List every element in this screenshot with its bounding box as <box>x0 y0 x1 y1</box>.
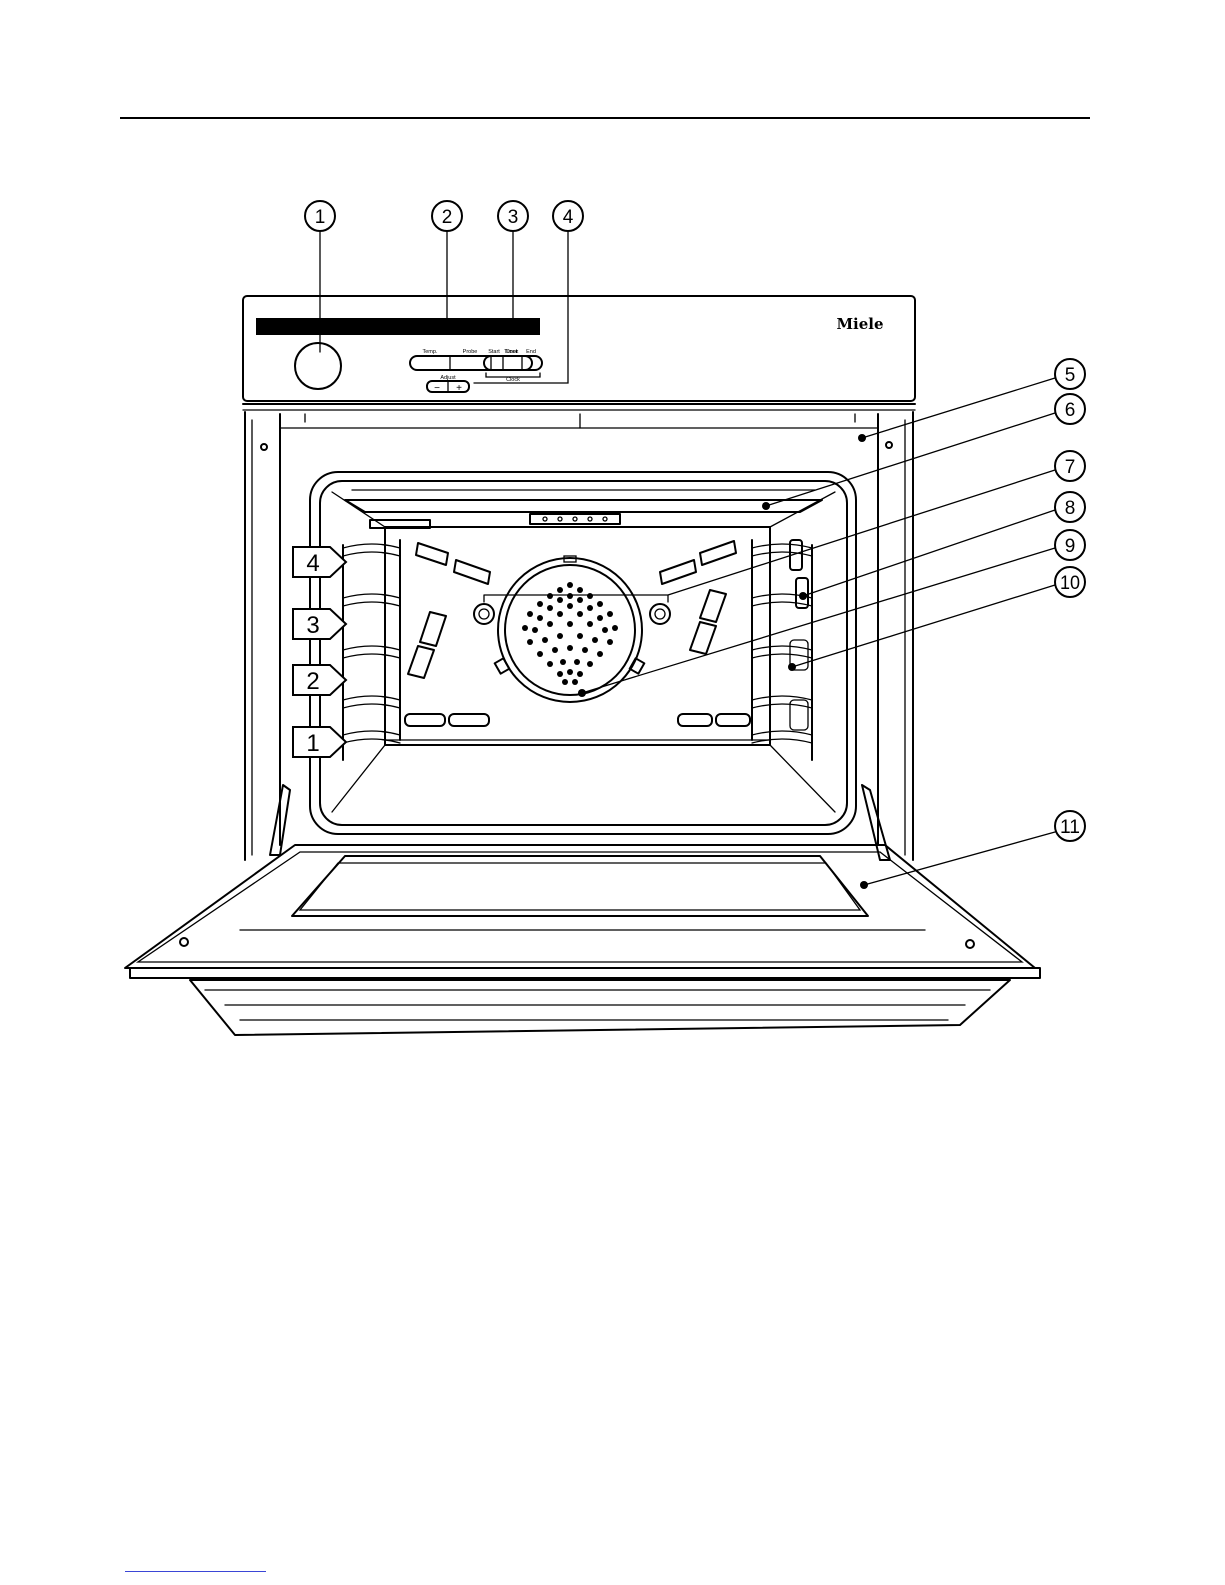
callout-7: 7 <box>1055 451 1085 481</box>
control-panel: Temp. Probe Timer Start Cook End Clock A… <box>243 296 915 410</box>
probe-socket-left <box>474 604 494 624</box>
function-selector-knob[interactable] <box>295 343 341 389</box>
shelf-marker-4: 4 <box>293 547 346 577</box>
svg-text:11: 11 <box>1060 817 1080 838</box>
shelf-marker-1: 1 <box>293 727 346 757</box>
shelf-marker-2: 2 <box>293 665 346 695</box>
oven-door <box>125 845 1040 1035</box>
side-runners-right <box>752 540 812 760</box>
callout-9: 9 <box>1055 530 1085 560</box>
callout-3: 3 <box>498 201 528 231</box>
svg-text:8: 8 <box>1065 498 1076 519</box>
shelf-marker-3: 3 <box>293 609 346 639</box>
svg-text:5: 5 <box>1065 365 1076 386</box>
back-wall-vents <box>385 541 770 740</box>
svg-text:9: 9 <box>1065 536 1076 557</box>
footer-link-underline <box>125 1571 266 1572</box>
right-hinge <box>862 785 890 860</box>
plus-key: + <box>456 383 462 394</box>
fan-perforation <box>522 582 618 685</box>
svg-text:10: 10 <box>1060 573 1080 594</box>
svg-text:4: 4 <box>306 550 319 577</box>
probe-socket-right <box>650 604 670 624</box>
leader-dots <box>578 434 868 889</box>
callout-4: 4 <box>553 201 583 231</box>
oven-body <box>245 412 913 860</box>
callout-2: 2 <box>432 201 462 231</box>
brand-logo: Miele <box>836 315 883 333</box>
button-label-start: Start <box>488 349 500 355</box>
side-runners-left <box>343 540 400 760</box>
svg-text:3: 3 <box>508 207 519 228</box>
display-strip <box>256 318 540 335</box>
svg-text:2: 2 <box>306 668 319 695</box>
callout-6: 6 <box>1055 394 1085 424</box>
button-label-cook: Cook <box>506 349 519 355</box>
start-cook-end-buttons[interactable]: Start Cook End Clock <box>484 349 542 383</box>
minus-key: − <box>434 383 440 394</box>
callout-1: 1 <box>305 201 335 231</box>
clock-label: Clock <box>506 377 520 383</box>
button-label-probe: Probe <box>463 349 478 355</box>
svg-text:6: 6 <box>1065 400 1076 421</box>
svg-text:3: 3 <box>306 612 319 639</box>
callout-10: 10 <box>1055 567 1085 597</box>
callout-8: 8 <box>1055 492 1085 522</box>
svg-text:1: 1 <box>306 730 319 757</box>
svg-text:4: 4 <box>563 207 574 228</box>
callout-11: 11 <box>1055 811 1085 841</box>
button-label-temp: Temp. <box>423 349 438 355</box>
adjust-buttons[interactable]: Adjust − + <box>427 375 469 394</box>
button-label-end: End <box>526 349 536 355</box>
svg-text:2: 2 <box>442 207 453 228</box>
callout-5: 5 <box>1055 359 1085 389</box>
svg-text:1: 1 <box>315 207 326 228</box>
svg-text:7: 7 <box>1065 457 1076 478</box>
